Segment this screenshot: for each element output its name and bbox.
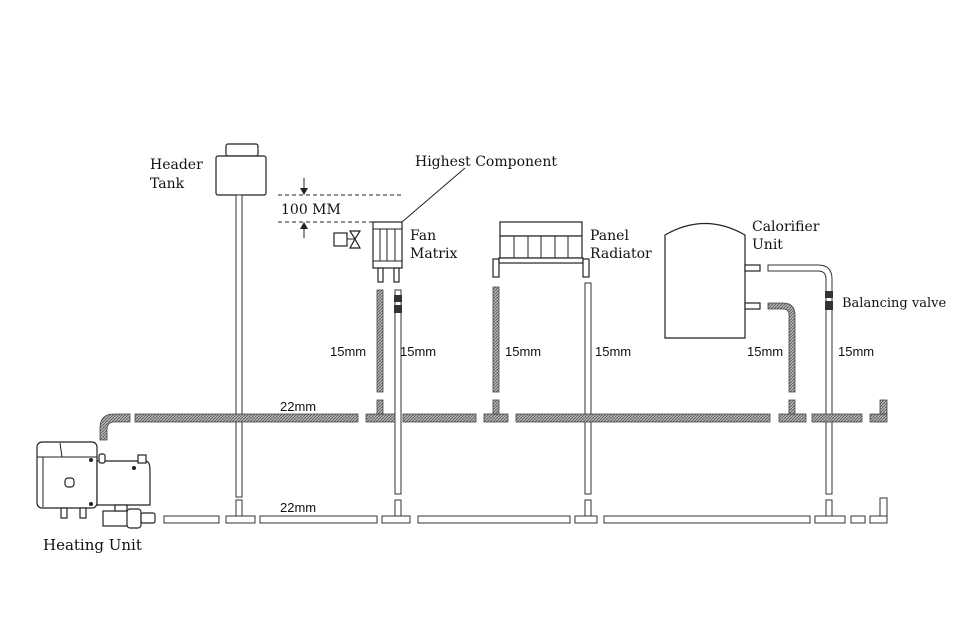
heating-unit <box>36 441 156 529</box>
pipe-size-label: 15mm <box>747 344 783 359</box>
fan-matrix-label-2: Matrix <box>410 246 457 262</box>
balancing-valve-icon <box>825 291 833 310</box>
pipe-size-label: 15mm <box>838 344 874 359</box>
return-main-pipe <box>163 497 888 524</box>
panel-radiator-label-2: Radiator <box>590 246 652 262</box>
header-tank-label-1: Header <box>150 157 203 173</box>
return-main-size-label: 22mm <box>280 500 316 515</box>
arrow-down-icon <box>300 188 308 195</box>
calorifier-flow-pipe <box>767 302 796 393</box>
leader-line <box>401 167 466 223</box>
pipe-size-label: 15mm <box>505 344 541 359</box>
flow-main-pipe <box>99 399 888 441</box>
arrow-up-icon <box>300 222 308 229</box>
calorifier-return-pipe <box>767 264 833 495</box>
fan-flow-pipe <box>376 289 384 393</box>
heating-unit-label: Heating Unit <box>43 536 142 554</box>
header-tank-pipe <box>235 194 243 498</box>
header-tank-label-2: Tank <box>150 176 185 192</box>
radiator-flow-pipe <box>492 286 500 393</box>
fan-valve-icon <box>333 230 362 249</box>
pipe-size-label: 15mm <box>330 344 366 359</box>
flow-main-size-label: 22mm <box>280 399 316 414</box>
balancing-valve-icon <box>394 295 402 313</box>
calorifier-label-2: Unit <box>752 237 783 253</box>
dimension-label: 100 MM <box>281 202 341 218</box>
calorifier-label-1: Calorifier <box>752 219 820 235</box>
radiator-return-pipe <box>584 282 592 495</box>
panel-radiator <box>492 221 590 278</box>
fan-matrix-label-1: Fan <box>410 228 436 244</box>
balancing-valve-label: Balancing valve <box>842 296 946 311</box>
fan-return-pipe <box>394 289 402 495</box>
header-tank <box>215 143 267 498</box>
calorifier-unit <box>664 222 761 339</box>
pipe-size-label: 15mm <box>400 344 436 359</box>
fan-matrix <box>372 221 403 283</box>
panel-radiator-label-1: Panel <box>590 228 629 244</box>
pipe-size-label: 15mm <box>595 344 631 359</box>
highest-component-label: Highest Component <box>415 154 557 170</box>
